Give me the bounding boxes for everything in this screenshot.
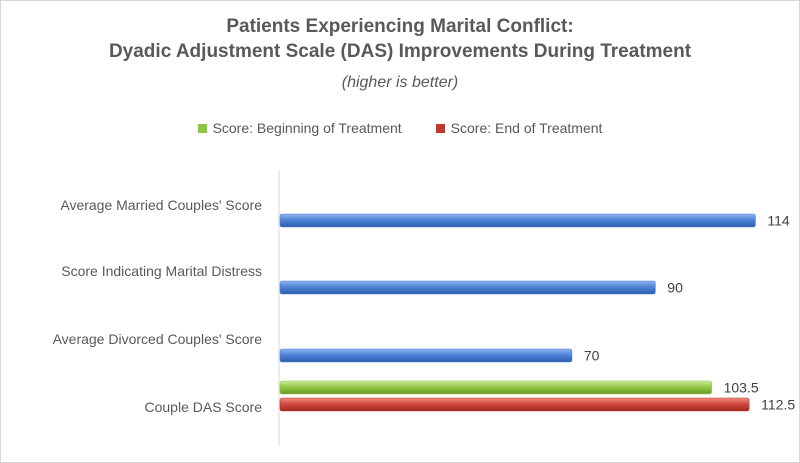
legend-swatch-end — [435, 123, 445, 133]
data-label-score-indicating-marital-distress: 90 — [667, 280, 683, 296]
legend-label-end: Score: End of Treatment — [450, 120, 603, 136]
legend-item-end: Score: End of Treatment — [435, 120, 603, 136]
category-label-couple-das-score: Couple DAS Score — [144, 399, 262, 415]
category-label-average-divorced-couples-score: Average Divorced Couples' Score — [53, 331, 263, 347]
chart-title: Patients Experiencing Marital Conflict: … — [0, 14, 800, 64]
chart-title-line2: Dyadic Adjustment Scale (DAS) Improvemen… — [108, 41, 692, 62]
chart-title-line1: Patients Experiencing Marital Conflict: — [226, 16, 574, 37]
bar-average-divorced-couples-score — [279, 348, 573, 363]
data-label-couple-das-score-score-beginning-of-treatment: 103.5 — [724, 380, 759, 396]
bar-score-indicating-marital-distress — [279, 280, 656, 295]
chart-subtitle: (higher is better) — [341, 74, 459, 91]
bar-couple-das-score-score-beginning-of-treatment — [279, 380, 712, 395]
legend-swatch-beginning — [197, 123, 207, 133]
bar-average-married-couples-score — [279, 213, 756, 228]
category-label-score-indicating-marital-distress: Score Indicating Marital Distress — [61, 263, 262, 279]
chart-legend: Score: Beginning of Treatment Score: End… — [0, 120, 800, 136]
data-label-average-divorced-couples-score: 70 — [584, 348, 600, 364]
legend-label-beginning: Score: Beginning of Treatment — [212, 120, 402, 136]
bar-couple-das-score-score-end-of-treatment — [279, 397, 750, 412]
data-label-average-married-couples-score: 114 — [767, 213, 790, 229]
category-label-average-married-couples-score: Average Married Couples' Score — [60, 197, 262, 213]
legend-item-beginning: Score: Beginning of Treatment — [197, 120, 402, 136]
data-label-couple-das-score-score-end-of-treatment: 112.5 — [761, 397, 795, 413]
